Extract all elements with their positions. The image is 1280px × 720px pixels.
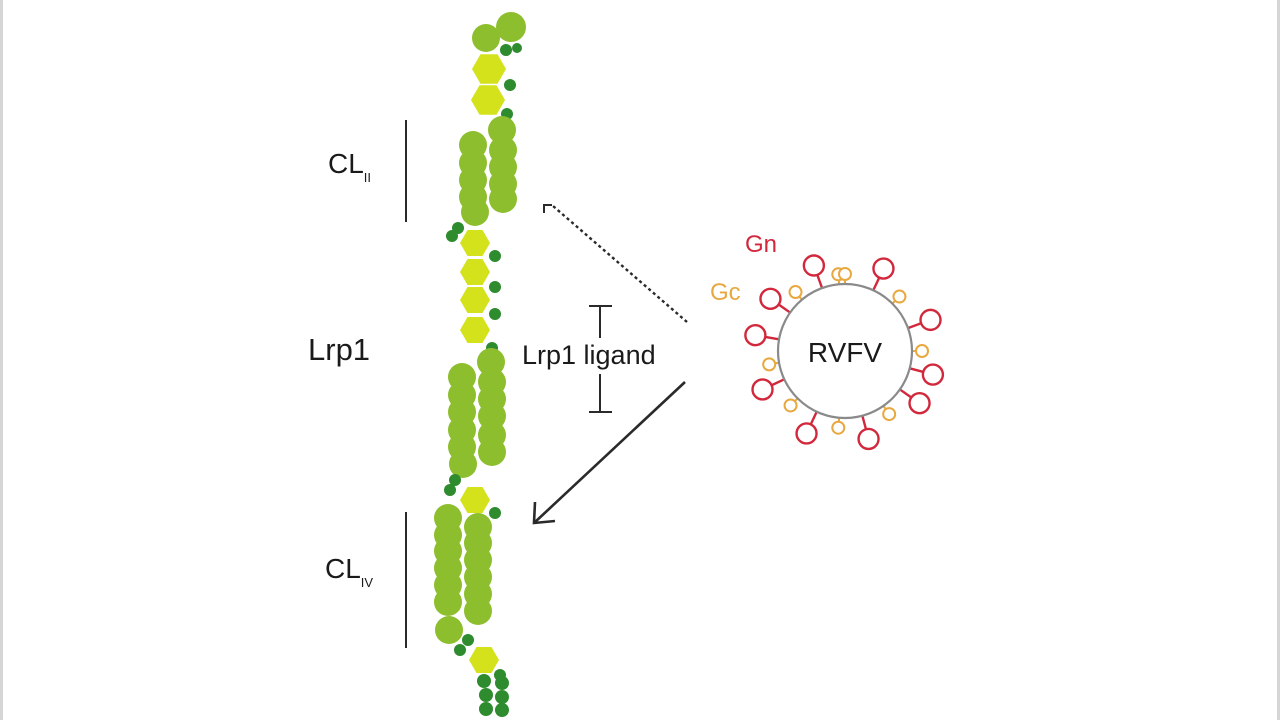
ligand-binding-module (477, 348, 505, 376)
lrp1-rvfv-diagram: CLII CLIV Lrp1 Lrp1 ligand RVFV (308, 12, 945, 717)
gc-spike (831, 420, 846, 435)
ligand-binding-module (435, 616, 463, 644)
linker-domain (477, 674, 491, 688)
gn-spike (919, 308, 942, 332)
linker-domain (500, 44, 512, 56)
gn-spike-stem (899, 388, 913, 399)
linker-domain (489, 308, 501, 320)
linker-domain (495, 703, 509, 717)
ligand-binding-module (472, 24, 500, 52)
linker-domain (495, 676, 509, 690)
cluster-iv-subscript: IV (361, 575, 374, 590)
cluster-ii-label: CLII (328, 148, 371, 185)
egf-repeat (472, 54, 506, 84)
ligand-binding-module (488, 116, 516, 144)
linker-domain (449, 474, 461, 486)
egf-repeat (469, 647, 499, 673)
gc-spike (762, 357, 777, 372)
gn-spike-stem (777, 303, 791, 314)
egf-repeat (471, 85, 505, 115)
ligand-binding-module (434, 588, 462, 616)
linker-domain (489, 507, 501, 519)
egf-repeat (460, 259, 490, 285)
ligand-binding-module (464, 597, 492, 625)
gc-spike (892, 289, 907, 304)
gn-spike (908, 391, 931, 415)
gn-spike-stem (872, 277, 881, 291)
linker-domain (489, 281, 501, 293)
linker-domain (495, 690, 509, 704)
ligand-label: Lrp1 ligand (522, 340, 656, 370)
gn-spike (857, 427, 880, 451)
gn-spike (921, 363, 945, 386)
cluster-ii-main: CL (328, 148, 364, 179)
gn-spike (751, 378, 774, 401)
cluster-ii-subscript: II (364, 170, 371, 185)
gn-spike-stem (809, 411, 818, 425)
gn-spike (802, 254, 826, 277)
ligand-i-beam (589, 305, 612, 413)
gn-spike-stem (907, 322, 922, 330)
gn-spike-stem (909, 367, 924, 374)
gn-spike-stem (861, 415, 868, 430)
linker-domain (462, 634, 474, 646)
gc-label: Gc (710, 279, 741, 306)
gn-spike-stem (771, 378, 785, 387)
gn-spike (795, 422, 818, 445)
gn-spike (744, 323, 767, 347)
egf-repeat (460, 230, 490, 256)
gc-spike (788, 285, 803, 300)
gn-spike-stem (816, 274, 824, 289)
gc-spike (783, 398, 798, 413)
egf-repeat (460, 317, 490, 343)
binding-arrow (532, 381, 686, 525)
receptor-label: Lrp1 (308, 332, 370, 367)
gn-spike (759, 287, 782, 311)
gc-spike (838, 267, 852, 281)
linker-domain (479, 702, 493, 716)
lrp1-chain (434, 12, 526, 717)
linker-domain (512, 43, 522, 53)
linker-domain (454, 644, 466, 656)
virus-label: RVFV (808, 337, 882, 368)
ligand-binding-module (489, 185, 517, 213)
ligand-binding-module (478, 438, 506, 466)
linker-domain (479, 688, 493, 702)
linker-domain (504, 79, 516, 91)
linker-domain (444, 484, 456, 496)
gn-spike-stem (765, 335, 780, 341)
linker-domain (489, 250, 501, 262)
virus-particle (776, 282, 914, 420)
gc-spike (915, 344, 929, 358)
ligand-binding-module (449, 450, 477, 478)
egf-repeat (460, 287, 490, 313)
gn-label: Gn (745, 231, 777, 258)
gc-spike (882, 407, 897, 422)
rvfv-virion (744, 254, 945, 451)
cluster-iv-label: CLIV (325, 553, 373, 590)
cluster-iv-main: CL (325, 553, 361, 584)
egf-repeat (460, 487, 490, 513)
gn-spike (872, 257, 895, 280)
linker-domain (446, 230, 458, 242)
dotted-binding-line (543, 204, 688, 323)
ligand-binding-module (496, 12, 526, 42)
ligand-binding-module (461, 198, 489, 226)
